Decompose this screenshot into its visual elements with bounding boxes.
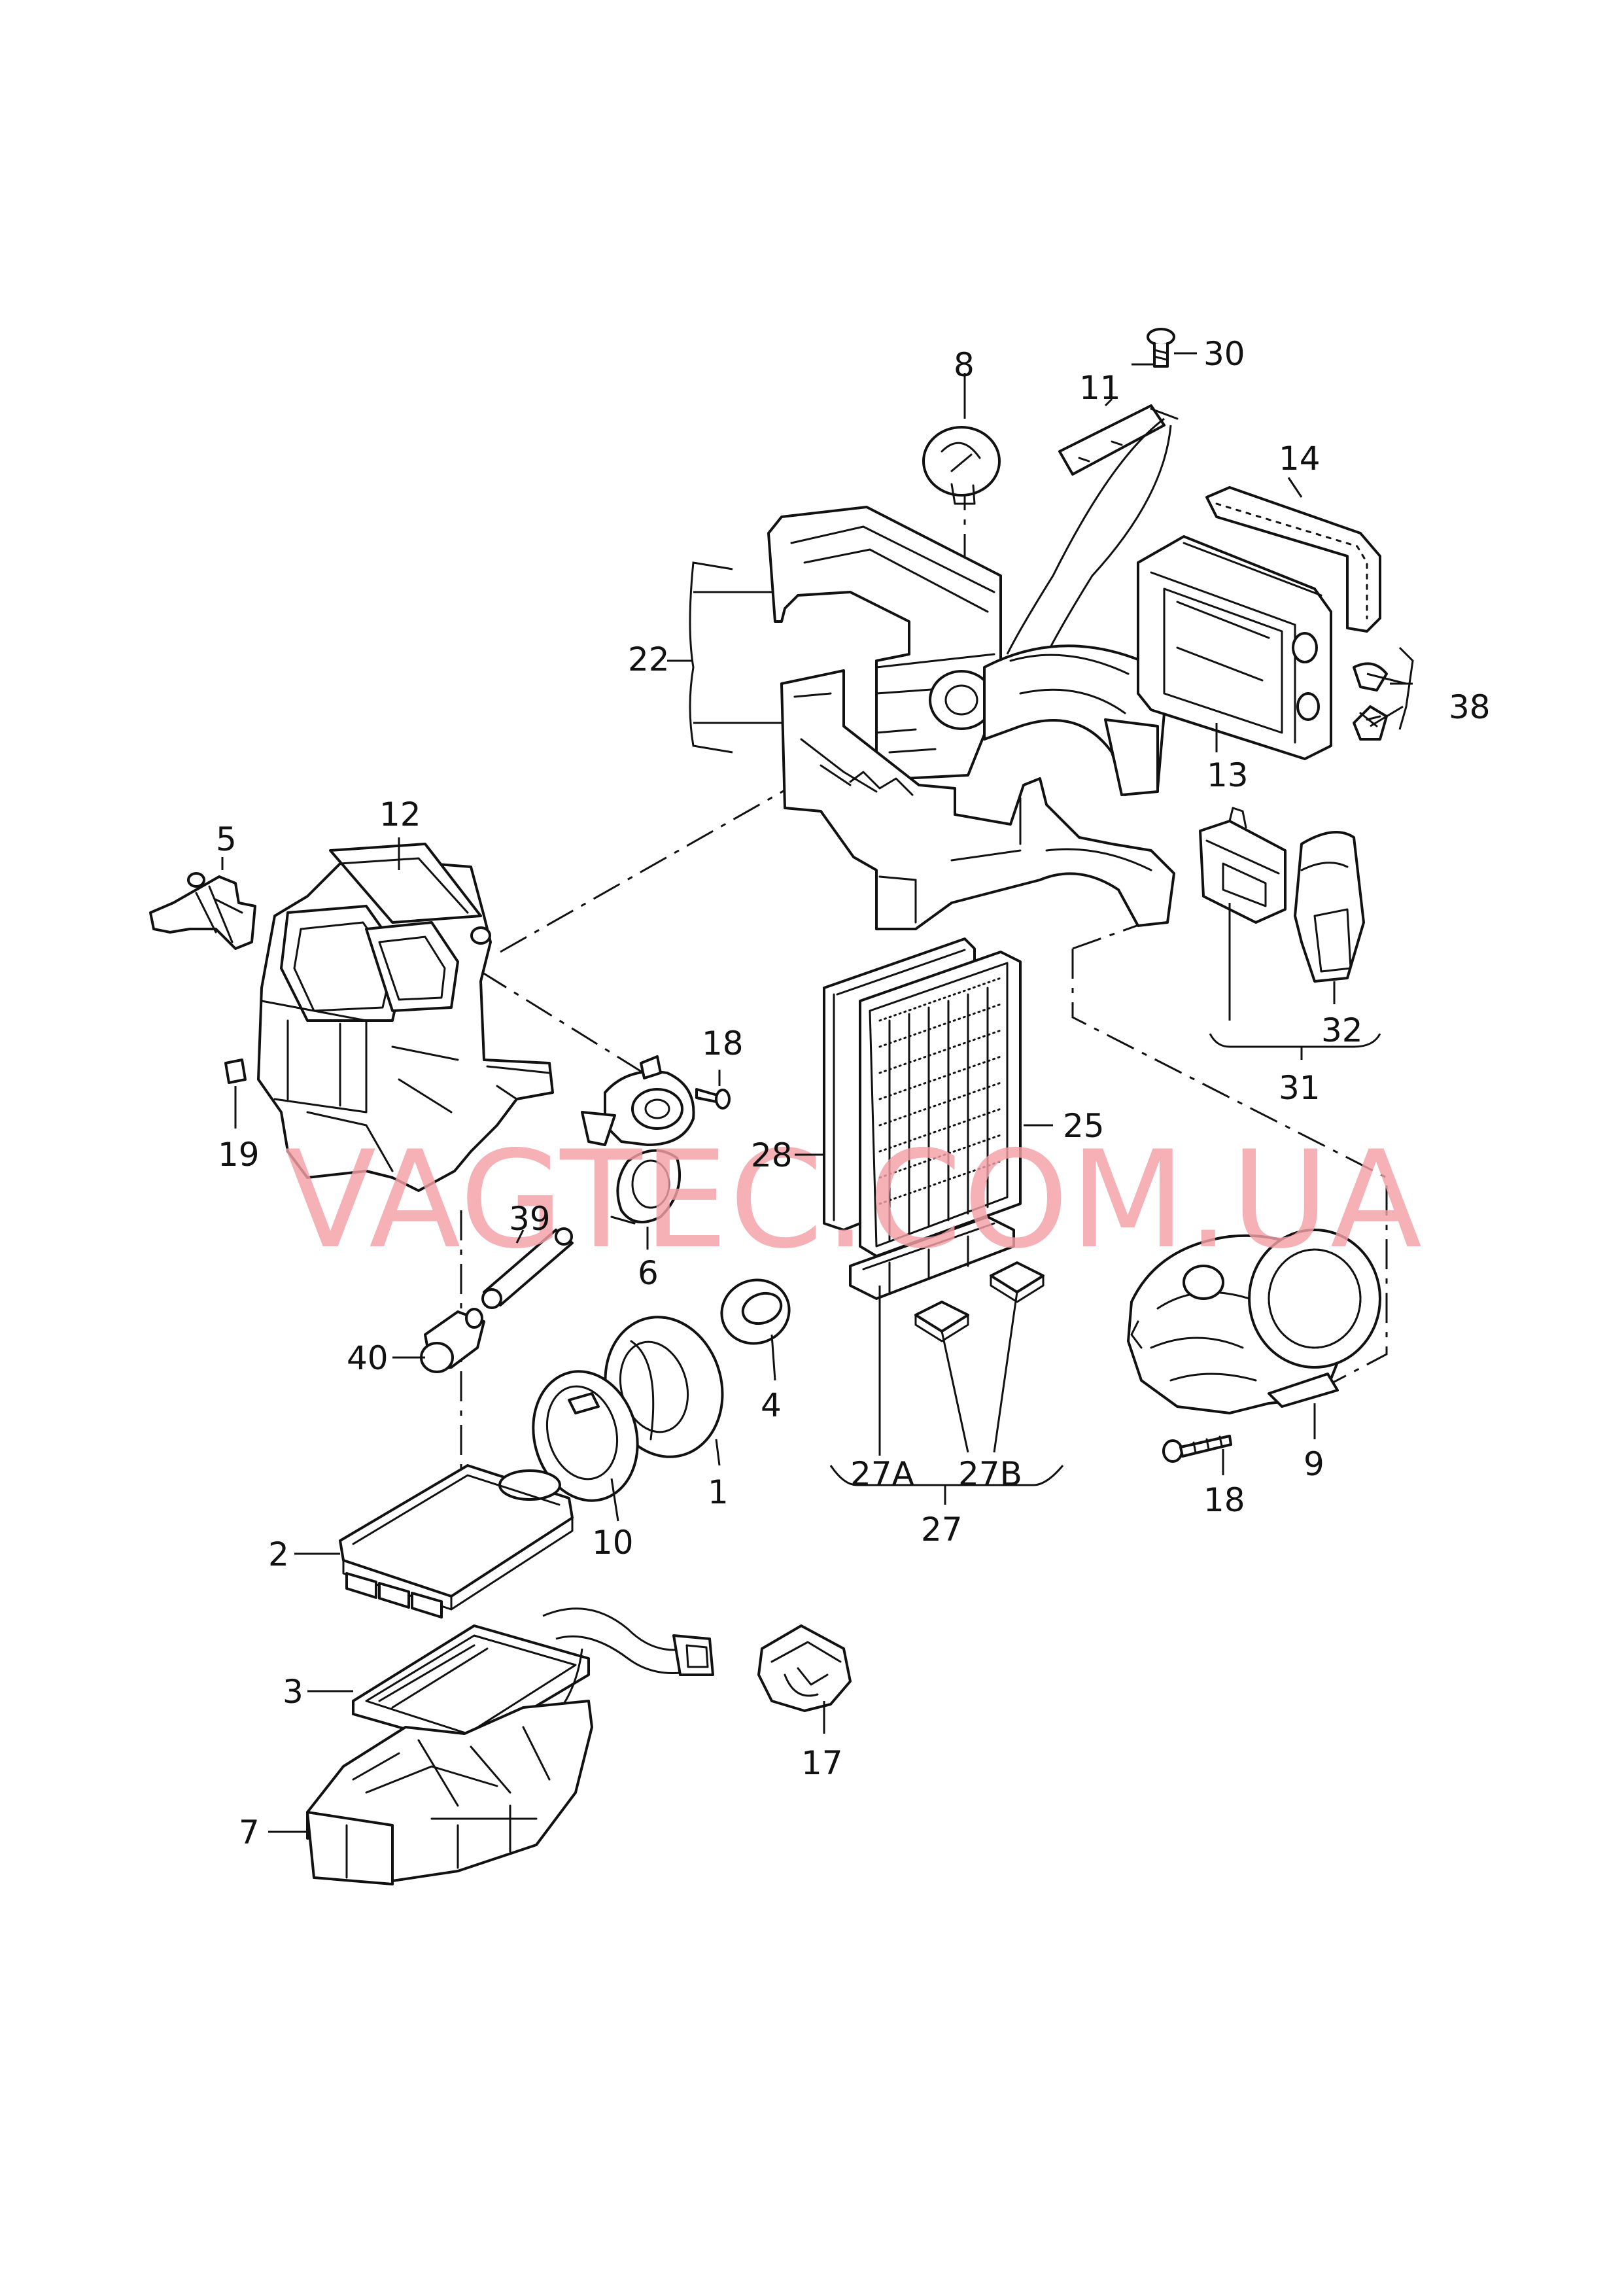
callouts: 8 11 30 14 22 38 13 12 5 32 31 18 25 28 … [216, 335, 1491, 1851]
watermark: VAGTEC.COM.UA [285, 1123, 1423, 1278]
leader-lines [221, 352, 1414, 1833]
callout-22: 22 [628, 640, 670, 678]
callout-8: 8 [954, 346, 975, 384]
callout-38: 38 [1449, 688, 1491, 726]
part-31-servomotor [1199, 807, 1287, 924]
part-9-blower [1127, 1229, 1381, 1414]
part-7-lower-housing [306, 1700, 593, 1885]
callout-17: 17 [801, 1744, 843, 1782]
callout-13: 13 [1207, 756, 1249, 794]
callout-25: 25 [1063, 1107, 1105, 1145]
callout-30: 30 [1203, 335, 1245, 373]
callout-3: 3 [283, 1673, 303, 1711]
callout-11: 11 [1079, 369, 1121, 407]
callout-9: 9 [1304, 1445, 1324, 1483]
callout-27: 27 [921, 1511, 963, 1549]
part-10-seal [532, 1370, 639, 1502]
part-19-clip [224, 1059, 247, 1084]
callout-4: 4 [761, 1386, 782, 1424]
callout-10: 10 [592, 1524, 634, 1562]
part-11-bracket [1006, 404, 1179, 668]
part-18-screw-lower [1162, 1435, 1232, 1463]
part-39-rod [481, 1227, 574, 1309]
part-3-filter [352, 1607, 714, 1748]
part-32-flap [1294, 831, 1365, 983]
callout-32: 32 [1321, 1011, 1363, 1049]
part-38-flaps [1353, 662, 1388, 741]
callout-27b: 27B [958, 1455, 1022, 1493]
part-18-screw-upper [695, 1088, 731, 1110]
callout-6: 6 [638, 1254, 659, 1292]
callout-7: 7 [239, 1813, 260, 1851]
part-17-clip [757, 1624, 852, 1712]
part-4-seal [720, 1278, 791, 1345]
part-27a-cover [849, 1216, 1015, 1300]
callout-14: 14 [1279, 440, 1321, 478]
callout-28: 28 [751, 1136, 793, 1174]
callout-27a: 27A [850, 1455, 914, 1493]
callout-39: 39 [509, 1200, 551, 1238]
part-12-ac-unit [257, 843, 554, 1192]
part-22-housing-upper [767, 506, 1167, 796]
part-13-inlet-housing [1137, 535, 1332, 760]
callout-18-lower: 18 [1203, 1481, 1245, 1519]
part-6-actuator [581, 1055, 695, 1225]
part-25-pollen-filter [859, 951, 1022, 1257]
callout-1: 1 [708, 1473, 729, 1511]
callout-18-upper: 18 [702, 1025, 744, 1062]
part-30-screw [1147, 328, 1175, 368]
part-27b-clips [914, 1261, 1045, 1342]
part-40-lever [420, 1308, 485, 1373]
part-14-seal [1205, 486, 1381, 633]
callout-2: 2 [268, 1535, 289, 1573]
callout-5: 5 [216, 820, 237, 858]
part-8-grommet [922, 426, 1001, 505]
part-22-housing-lower [780, 669, 1175, 930]
part-2-evaporator [339, 1464, 574, 1619]
callout-31: 31 [1279, 1069, 1321, 1107]
callout-19: 19 [218, 1136, 260, 1174]
callout-12: 12 [379, 796, 421, 833]
part-5-bracket [149, 872, 256, 950]
callout-40: 40 [347, 1339, 389, 1377]
